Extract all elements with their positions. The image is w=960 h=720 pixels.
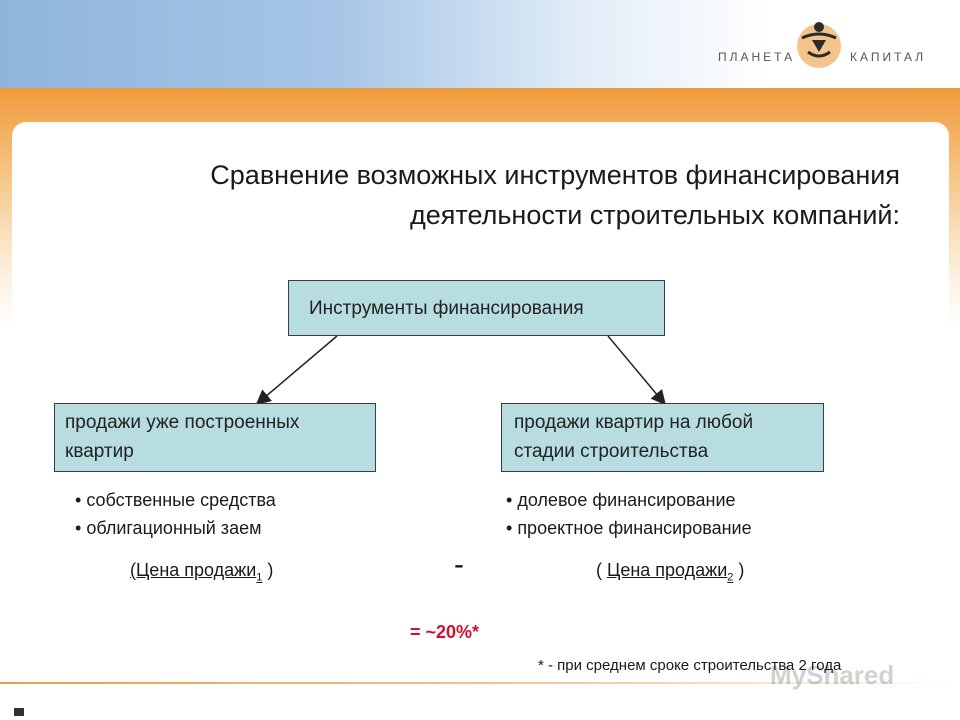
corner-mark <box>14 708 24 716</box>
root-node-label: Инструменты финансирования <box>309 298 584 319</box>
logo-right-text: КАПИТАЛ <box>850 50 927 64</box>
right-node-line-1: продажи квартир на любой <box>514 412 754 433</box>
bottom-divider <box>0 682 960 684</box>
left-price-term: (Цена продажи1 ) <box>130 560 273 584</box>
logo-left-text: ПЛАНЕТА <box>718 50 796 64</box>
left-bullet-item: облигационный заем <box>75 514 276 542</box>
right-price-close: ) <box>733 560 745 580</box>
result-value: = ~20%* <box>410 622 480 642</box>
page-title: Сравнение возможных инструментов финанси… <box>60 155 900 235</box>
footnote: * - при среднем сроке строительства 2 го… <box>538 657 842 674</box>
logo-figure-icon <box>797 22 841 68</box>
watermark: MyShared <box>770 660 895 690</box>
right-bullet-list: долевое финансирование проектное финанси… <box>506 486 752 542</box>
title-line-1: Сравнение возможных инструментов финанси… <box>210 160 900 190</box>
left-bullet-item: собственные средства <box>75 486 276 514</box>
left-price-close: ) <box>262 560 274 580</box>
right-node-line-2: стадии строительства <box>514 441 709 462</box>
left-bullet-list: собственные средства облигационный заем <box>75 486 276 542</box>
left-price-text: (Цена продажи <box>130 560 257 580</box>
minus-sign: - <box>454 548 464 581</box>
left-node-line-2: квартир <box>65 441 134 462</box>
root-node-box: Инструменты финансирования <box>288 280 665 336</box>
left-node-line-1: продажи уже построенных <box>65 412 300 433</box>
title-line-2: деятельности строительных компаний: <box>410 200 900 230</box>
left-node-box: продажи уже построенных квартир <box>54 403 376 472</box>
company-logo: ПЛАНЕТА КАПИТАЛ <box>700 14 940 74</box>
right-bullet-item: проектное финансирование <box>506 514 751 542</box>
right-node-box: продажи квартир на любой стадии строител… <box>501 403 824 472</box>
right-price-open: ( <box>596 560 607 580</box>
left-price-subscript: 1 <box>256 571 263 584</box>
right-bullet-item: долевое финансирование <box>506 486 752 514</box>
right-price-term: ( Цена продажи2 ) <box>596 560 744 584</box>
right-price-subscript: 2 <box>727 571 734 584</box>
right-price-text: Цена продажи <box>607 560 728 580</box>
